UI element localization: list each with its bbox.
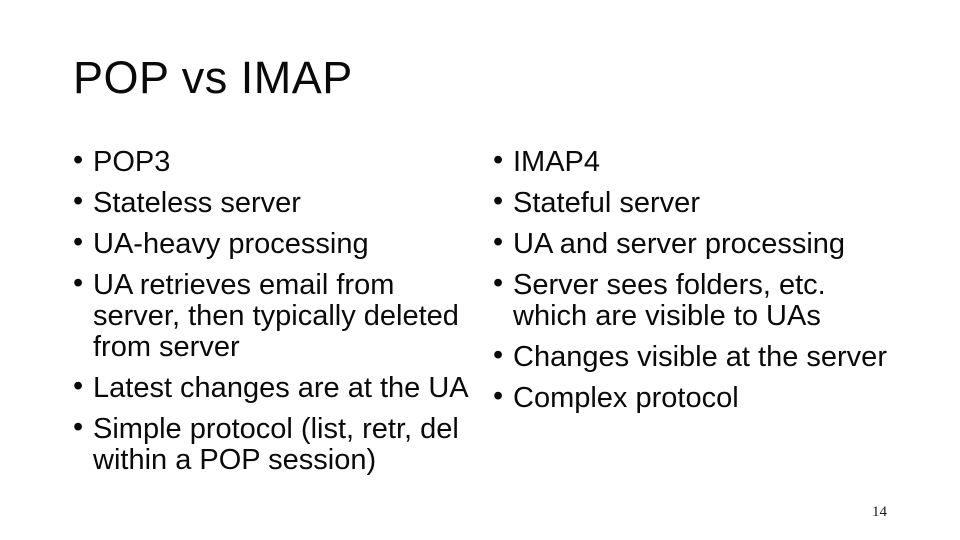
bullet-text: POP3 — [93, 146, 171, 178]
pop-bullet-list: • POP3 • Stateless server • UA-heavy pro… — [73, 144, 478, 476]
bullet-item-ua-heavy-processing: • UA-heavy processing — [73, 226, 478, 260]
bullet-item-latest-changes-ua: • Latest changes are at the UA — [73, 370, 478, 404]
bullet-text: UA and server processing — [513, 228, 846, 260]
bullet-text: Server sees folders, etc. which are visi… — [513, 269, 826, 332]
bullet-text: IMAP4 — [513, 146, 601, 178]
bullet-item-server-sees-folders: • Server sees folders, etc. which are vi… — [493, 267, 893, 332]
bullet-icon: • — [493, 380, 504, 412]
slide-title: POP vs IMAP — [73, 52, 353, 103]
bullet-text: Complex protocol — [513, 382, 739, 414]
bullet-item-complex-protocol: • Complex protocol — [493, 380, 893, 414]
bullet-item-pop3: • POP3 — [73, 144, 478, 178]
bullet-icon: • — [493, 339, 504, 371]
bullet-icon: • — [493, 226, 504, 258]
bullet-icon: • — [73, 185, 84, 217]
bullet-icon: • — [73, 370, 84, 402]
page-number: 14 — [872, 504, 887, 520]
bullet-item-ua-retrieves-email: • UA retrieves email from server, then t… — [73, 267, 478, 363]
bullet-item-imap4: • IMAP4 — [493, 144, 893, 178]
bullet-icon: • — [493, 144, 504, 176]
bullet-icon: • — [73, 144, 84, 176]
bullet-text: UA-heavy processing — [93, 228, 369, 260]
imap-bullet-list: • IMAP4 • Stateful server • UA and serve… — [493, 144, 893, 414]
bullet-item-ua-and-server-processing: • UA and server processing — [493, 226, 893, 260]
bullet-item-stateful-server: • Stateful server — [493, 185, 893, 219]
bullet-icon: • — [73, 411, 84, 443]
bullet-item-changes-visible-server: • Changes visible at the server — [493, 339, 893, 373]
bullet-item-simple-protocol: • Simple protocol (list, retr, del withi… — [73, 411, 478, 476]
bullet-text: Simple protocol (list, retr, del within … — [93, 413, 459, 476]
bullet-item-stateless-server: • Stateless server — [73, 185, 478, 219]
bullet-text: Stateful server — [513, 187, 700, 219]
bullet-icon: • — [493, 267, 504, 299]
bullet-text: Changes visible at the server — [513, 341, 887, 373]
bullet-icon: • — [73, 226, 84, 258]
bullet-text: UA retrieves email from server, then typ… — [93, 269, 459, 363]
bullet-icon: • — [73, 267, 84, 299]
bullet-text: Latest changes are at the UA — [93, 372, 469, 404]
bullet-text: Stateless server — [93, 187, 301, 219]
bullet-icon: • — [493, 185, 504, 217]
